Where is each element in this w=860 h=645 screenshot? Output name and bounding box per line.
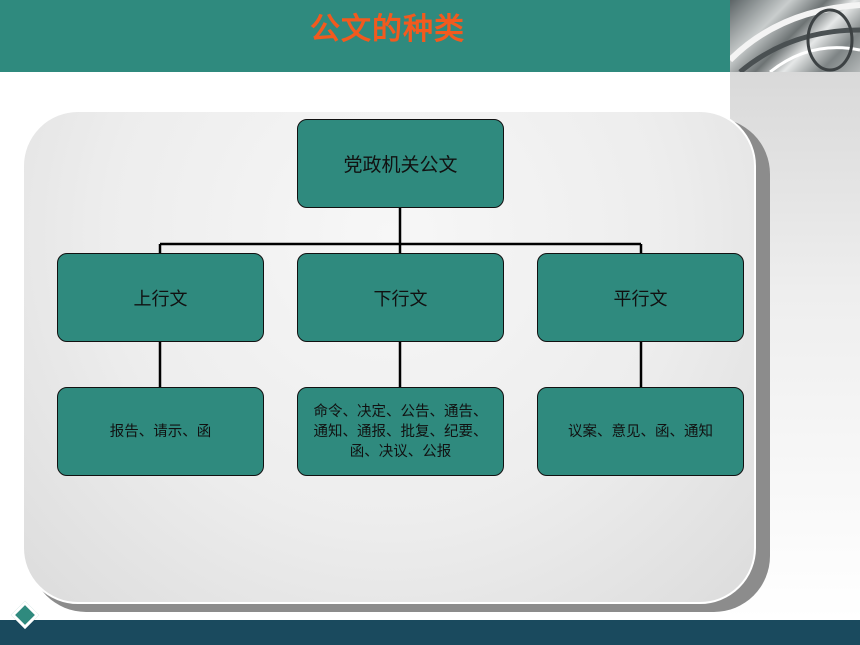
leaf-line: 函、决议、公报 xyxy=(349,443,452,460)
slide-title: 公文的种类 xyxy=(310,12,465,47)
leaf-node-upward: 报告、请示、函 xyxy=(57,387,264,476)
leaf-line: 报告、请示、函 xyxy=(109,423,212,440)
corner-decoration xyxy=(730,0,860,72)
leaf-line: 议案、意见、函、通知 xyxy=(568,423,713,440)
branch-node-label: 下行文 xyxy=(373,288,428,310)
leaf-node-downward: 命令、决定、公告、通告、 通知、通报、批复、纪要、 函、决议、公报 xyxy=(297,387,504,476)
leaf-node-parallel: 议案、意见、函、通知 xyxy=(537,387,744,476)
root-node: 党政机关公文 xyxy=(297,119,504,208)
leaf-line: 通知、通报、批复、纪要、 xyxy=(313,423,488,440)
branch-node-downward: 下行文 xyxy=(297,253,504,342)
branch-node-label: 上行文 xyxy=(133,288,188,310)
leaf-line: 命令、决定、公告、通告、 xyxy=(313,403,488,420)
abstract-art-icon xyxy=(730,2,860,72)
footer-bar xyxy=(0,620,860,645)
branch-node-upward: 上行文 xyxy=(57,253,264,342)
header-bar xyxy=(0,0,730,72)
root-node-label: 党政机关公文 xyxy=(343,154,458,176)
branch-node-parallel: 平行文 xyxy=(537,253,744,342)
branch-node-label: 平行文 xyxy=(613,288,668,310)
